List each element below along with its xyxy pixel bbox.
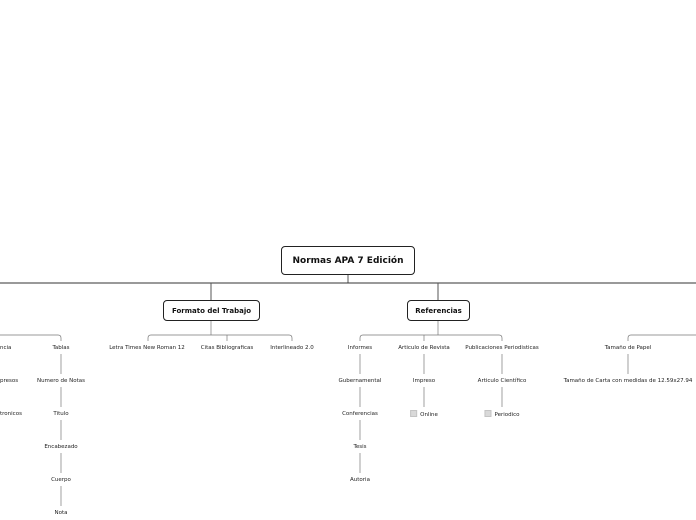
- checkbox-icon[interactable]: [484, 410, 492, 417]
- publicaciones-periodico[interactable]: Periodico: [484, 410, 520, 419]
- left-partial-item-2[interactable]: presos: [0, 378, 19, 384]
- root-node[interactable]: Normas APA 7 Edición: [281, 246, 415, 275]
- tablas-cuerpo[interactable]: Cuerpo: [51, 477, 71, 483]
- tablas-encabezado[interactable]: Encabezado: [44, 444, 78, 450]
- checkbox-icon[interactable]: [410, 410, 418, 417]
- root-title: Normas APA 7 Edición: [292, 255, 404, 266]
- articulo-impreso[interactable]: Impreso: [412, 378, 436, 384]
- formato-node[interactable]: Formato del Trabajo: [163, 300, 260, 321]
- articulo-revista-node[interactable]: Articulo de Revista: [398, 345, 450, 351]
- formato-item-font[interactable]: Letra Times New Roman 12: [109, 345, 185, 351]
- tablas-node[interactable]: Tablas: [52, 345, 70, 351]
- referencias-title: Referencias: [415, 306, 462, 315]
- formato-item-citas[interactable]: Citas Bibliograficas: [200, 345, 254, 351]
- tamano-papel-node[interactable]: Tamaño de Papel: [604, 345, 652, 351]
- publicaciones-articulo-cientifico[interactable]: Articulo Científico: [477, 378, 527, 384]
- informes-gubernamental[interactable]: Gubernamental: [338, 378, 382, 384]
- tamano-carta[interactable]: Tamaño de Carta con medidas de 12.59x27.…: [563, 378, 693, 384]
- formato-item-interlineado[interactable]: Interlineado 2.0: [270, 345, 314, 351]
- tablas-numero-notas[interactable]: Numero de Notas: [36, 378, 86, 384]
- informes-autoria[interactable]: Autoria: [350, 477, 370, 483]
- articulo-online[interactable]: Online: [410, 410, 438, 419]
- informes-tesis[interactable]: Tesis: [353, 444, 367, 450]
- left-partial-item-3[interactable]: tronicos: [0, 411, 22, 417]
- informes-node[interactable]: Informes: [347, 345, 373, 351]
- tablas-titulo[interactable]: Titulo: [53, 411, 69, 417]
- publicaciones-node[interactable]: Publicaciones Periodisticas: [465, 345, 539, 351]
- left-partial-item-1[interactable]: ncia: [0, 345, 12, 351]
- formato-title: Formato del Trabajo: [171, 306, 252, 315]
- referencias-node[interactable]: Referencias: [407, 300, 470, 321]
- informes-conferencias[interactable]: Conferencias: [342, 411, 378, 417]
- tablas-nota[interactable]: Nota: [54, 510, 68, 516]
